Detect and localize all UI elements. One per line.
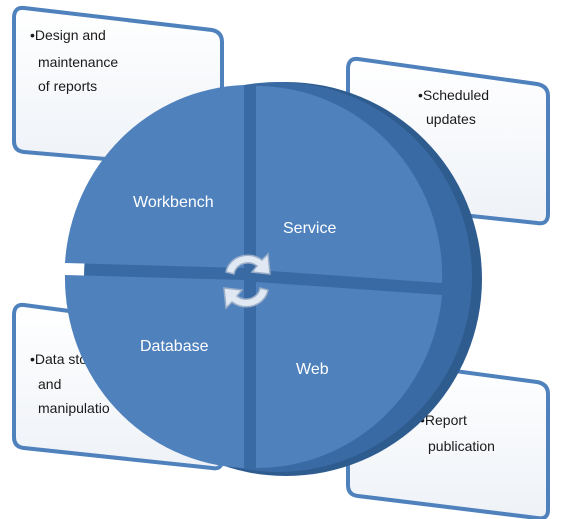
quadrant-web [256,282,442,469]
callout-bottom-right-line-1: •Report [420,412,467,428]
quadrant-database [64,275,244,468]
quadrant-label-service: Service [283,220,336,237]
callout-bottom-left-line-2: and [38,376,61,392]
quadrant-label-workbench: Workbench [133,194,214,211]
callout-top-left-line-1: •Design and [30,27,106,43]
quadrant-service [256,85,443,283]
quadrant-label-web: Web [296,361,329,378]
callout-top-right-line-2: updates [426,111,476,127]
callout-top-right-line-1: •Scheduled [418,87,489,103]
callout-bottom-left-line-3: manipulatio [38,400,110,416]
disc-quadrants [64,85,443,469]
callout-bottom-right-line-2: publication [428,438,495,454]
callout-top-left-line-3: of reports [38,78,97,94]
callout-top-left-line-2: maintenance [38,54,118,70]
quadrant-workbench [65,85,244,268]
quadrant-label-database: Database [140,338,209,355]
callout-bottom-left-line-1: •Data sto [30,351,87,367]
cycle-arrows-icon [223,252,271,310]
